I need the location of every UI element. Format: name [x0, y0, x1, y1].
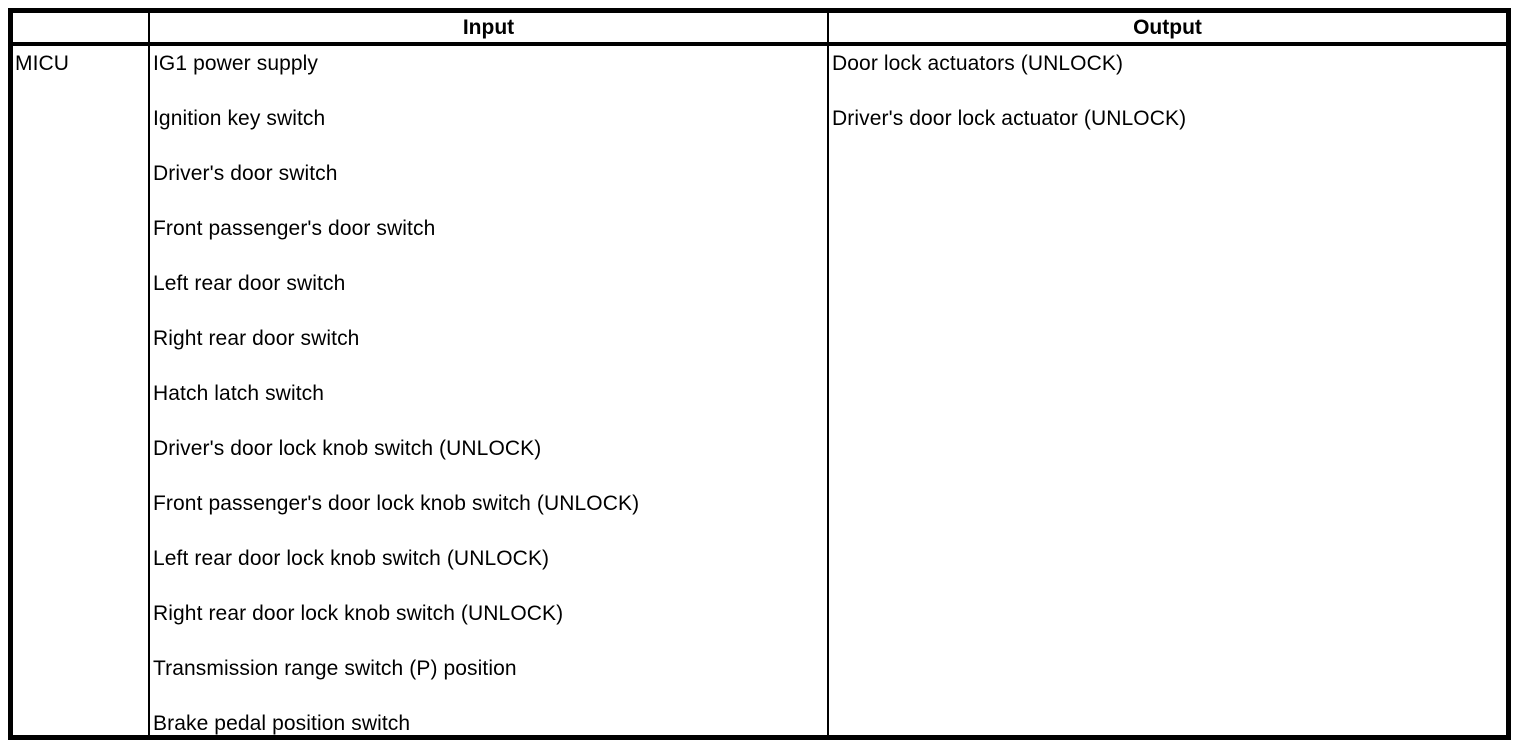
unit-cell: MICU: [13, 46, 150, 735]
header-cell-unit: [13, 13, 150, 42]
micu-input-output-table: Input Output MICU IG1 power supply Ignit…: [8, 8, 1511, 740]
input-item: IG1 power supply: [153, 52, 319, 75]
input-cell: IG1 power supply Ignition key switch Dri…: [150, 46, 829, 735]
unit-label: MICU: [15, 52, 70, 75]
input-item: Hatch latch switch: [153, 382, 325, 405]
table-header-row: Input Output: [13, 13, 1506, 46]
input-item: Right rear door switch: [153, 327, 360, 350]
input-item: Driver's door lock knob switch (UNLOCK): [153, 437, 542, 460]
output-header-label: Output: [1133, 16, 1202, 39]
output-item: Door lock actuators (UNLOCK): [832, 52, 1124, 75]
input-item: Left rear door lock knob switch (UNLOCK): [153, 547, 550, 570]
input-item: Brake pedal position switch: [153, 712, 411, 735]
input-item: Left rear door switch: [153, 272, 346, 295]
input-item: Transmission range switch (P) position: [153, 657, 517, 680]
output-cell: Door lock actuators (UNLOCK) Driver's do…: [829, 46, 1506, 735]
input-item: Right rear door lock knob switch (UNLOCK…: [153, 602, 564, 625]
header-cell-output: Output: [829, 13, 1506, 42]
input-header-label: Input: [462, 16, 515, 39]
output-item: Driver's door lock actuator (UNLOCK): [832, 107, 1187, 130]
header-cell-input: Input: [150, 13, 829, 42]
input-item: Driver's door switch: [153, 162, 338, 185]
table-body-row: MICU IG1 power supply Ignition key switc…: [13, 46, 1506, 735]
input-item: Front passenger's door lock knob switch …: [153, 492, 640, 515]
input-item: Front passenger's door switch: [153, 217, 436, 240]
input-item: Ignition key switch: [153, 107, 326, 130]
